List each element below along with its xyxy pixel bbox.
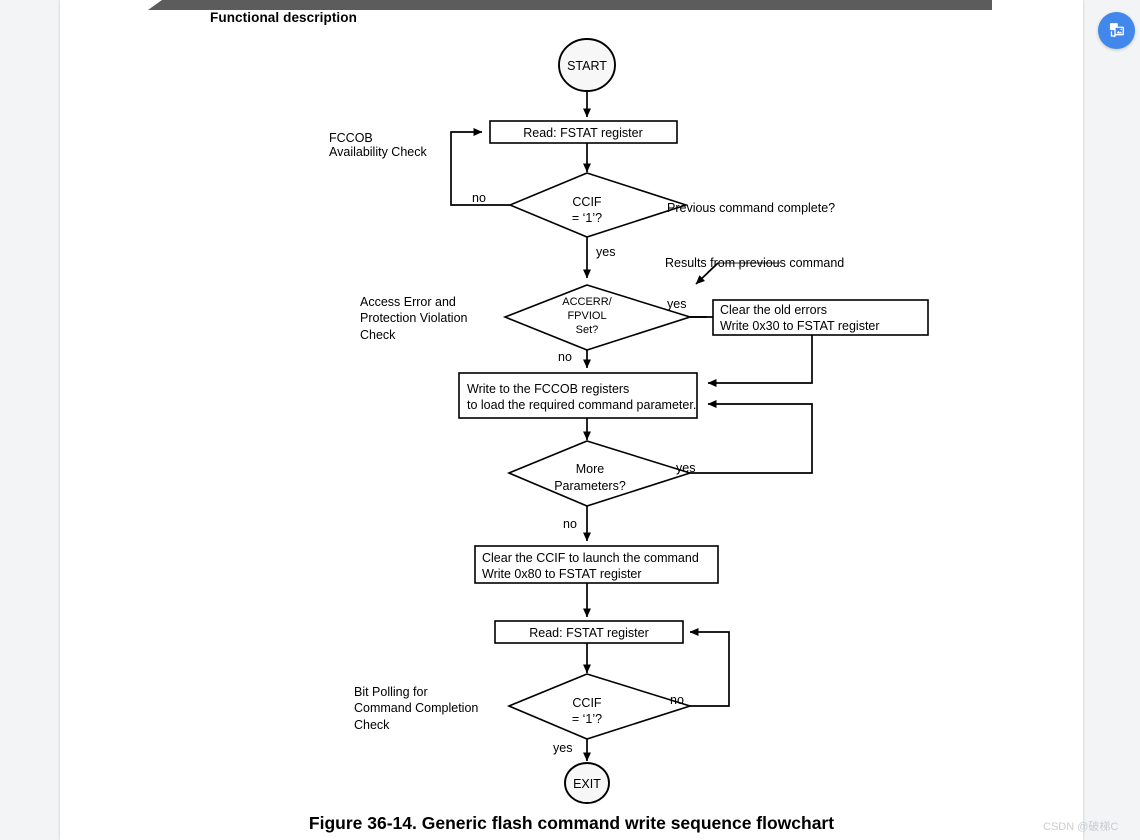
node-accerr xyxy=(502,284,693,351)
node-more-params-label-line1: More xyxy=(576,462,605,476)
node-write-fccob xyxy=(458,372,698,419)
node-ccif-2-label-line1: CCIF xyxy=(572,696,602,710)
node-write-fccob-label-line1: Write to the FCCOB registers xyxy=(467,382,629,396)
node-read-fstat-2-label: Read: FSTAT register xyxy=(529,626,648,640)
node-accerr-label-line3: Set? xyxy=(576,324,599,336)
edge-ccif1-no-loop xyxy=(450,128,510,206)
node-clear-ccif-label-line1: Clear the CCIF to launch the command xyxy=(482,551,699,565)
edge-label-accerr-no: no xyxy=(558,350,572,364)
right-page-gutter xyxy=(1083,0,1140,840)
node-exit-label: EXIT xyxy=(573,777,601,791)
annotation-bit-polling-line2: Command Completion xyxy=(354,701,478,715)
csdn-watermark: CSDN @破梯C xyxy=(1043,821,1119,833)
image-convert-icon[interactable] xyxy=(1098,12,1135,49)
flowchart-figure: START Read: FSTAT register CCIF = ‘1’? A… xyxy=(120,0,1140,840)
flowchart-svg: START Read: FSTAT register CCIF = ‘1’? A… xyxy=(329,38,929,804)
node-accerr-label-line1: ACCERR/ xyxy=(562,296,612,308)
annotation-access-check-line2: Protection Violation xyxy=(360,311,468,325)
node-ccif-1-label-line1: CCIF xyxy=(572,195,602,209)
node-start-label: START xyxy=(567,59,607,73)
node-clear-ccif xyxy=(474,545,719,584)
running-header-bar xyxy=(148,0,992,10)
edge-label-ccif1-no: no xyxy=(472,191,486,205)
annotation-bit-polling-line3: Check xyxy=(354,718,390,732)
annotation-access-check-line3: Check xyxy=(360,328,396,342)
node-clear-errors-label-line2: Write 0x30 to FSTAT register xyxy=(720,319,880,333)
node-clear-errors-label-line1: Clear the old errors xyxy=(720,303,827,317)
node-read-fstat-2 xyxy=(494,620,684,644)
node-read-fstat-1 xyxy=(489,120,678,144)
annotation-prev-cmd: Previous command complete? xyxy=(667,201,835,215)
edge-results-annotation-arrow xyxy=(695,262,719,285)
node-more-params-label-line2: Parameters? xyxy=(554,479,626,493)
node-ccif-2-label-line2: = ‘1’? xyxy=(572,712,602,726)
edge-more-yes-loop xyxy=(690,400,813,474)
image-convert-glyph xyxy=(1109,23,1124,38)
node-read-fstat-1-label: Read: FSTAT register xyxy=(523,126,642,140)
node-ccif-1-label-line2: = ‘1’? xyxy=(572,211,602,225)
running-header-title: Functional description xyxy=(210,10,357,25)
edge-label-ccif2-yes: yes xyxy=(553,741,572,755)
annotation-results-prev: Results from previous command xyxy=(665,256,844,270)
edge-label-ccif2-no: no xyxy=(670,693,684,707)
document-page: Functional description xyxy=(60,0,1083,840)
node-start xyxy=(558,38,616,92)
annotation-fccob-check-line1: FCCOB xyxy=(329,131,373,145)
edge-label-accerr-yes: yes xyxy=(667,297,686,311)
node-ccif-2 xyxy=(506,673,693,740)
node-accerr-label-line2: FPVIOL xyxy=(567,310,606,322)
annotation-access-check-line1: Access Error and xyxy=(360,295,456,309)
edge-label-more-no: no xyxy=(563,517,577,531)
edge-ccif2-no-loop xyxy=(689,628,730,707)
edge-label-more-yes: yes xyxy=(676,461,695,475)
annotation-fccob-check-line2: Availability Check xyxy=(329,145,427,159)
node-clear-errors xyxy=(712,299,929,336)
node-more-params xyxy=(506,440,693,507)
left-page-gutter xyxy=(0,0,60,840)
node-exit xyxy=(564,762,610,804)
annotation-bit-polling-line1: Bit Polling for xyxy=(354,685,428,699)
node-clear-ccif-label-line2: Write 0x80 to FSTAT register xyxy=(482,567,642,581)
node-write-fccob-label-line2: to load the required command parameter. xyxy=(467,398,696,412)
node-ccif-1 xyxy=(507,172,689,238)
edge-clearerrors-to-fccob xyxy=(707,335,813,387)
edge-label-ccif1-yes: yes xyxy=(596,245,615,259)
figure-caption: Figure 36-14. Generic flash command writ… xyxy=(308,813,835,833)
